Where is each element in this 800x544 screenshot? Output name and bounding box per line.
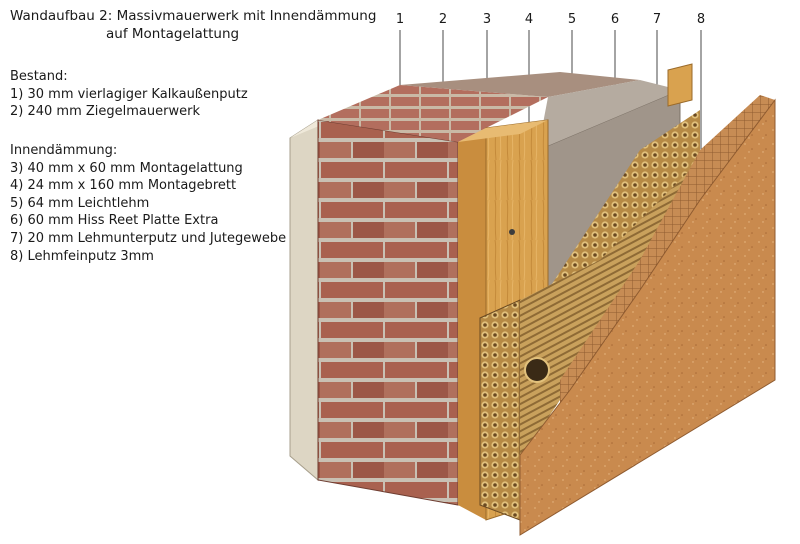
layer-number-6: 6 [610, 12, 620, 27]
legend-item-6: 6) 60 mm Hiss Reet Platte Extra [10, 213, 219, 229]
board-screw-icon [509, 229, 515, 235]
reed-fastener-icon [524, 357, 550, 383]
mounting-batten-side [458, 128, 486, 520]
title-line-2: auf Montagelattung [106, 26, 240, 42]
legend-bestand-heading: Bestand: [10, 69, 68, 84]
legend-item-3: 3) 40 mm x 60 mm Montagelattung [10, 160, 243, 176]
legend-bestand: Bestand: 1) 30 mm vierlagiger Kalkaußenp… [10, 68, 248, 121]
legend-innendaemmung: Innendämmung: 3) 40 mm x 60 mm Montagela… [10, 142, 286, 265]
mounting-board-top [458, 120, 548, 142]
layer-number-8: 8 [696, 12, 706, 27]
clay-finish-plaster [519, 98, 776, 536]
top-batten-end [667, 63, 693, 107]
brick-masonry-top-far [400, 72, 640, 97]
light-clay-top [538, 80, 680, 150]
title-line-1: Wandaufbau 2: Massivmauerwerk mit Innend… [10, 8, 377, 24]
legend-item-1: 1) 30 mm vierlagiger Kalkaußenputz [10, 86, 248, 102]
layer-number-7: 7 [652, 12, 662, 27]
legend-item-4: 4) 24 mm x 160 mm Montagebrett [10, 178, 237, 194]
layer-number-3: 3 [482, 12, 492, 27]
layer-number-4: 4 [524, 12, 534, 27]
layer-number-2: 2 [438, 12, 448, 27]
layer-number-5: 5 [567, 12, 577, 27]
legend-item-8: 8) Lehmfeinputz 3mm [10, 248, 154, 264]
diagram-title: Wandaufbau 2: Massivmauerwerk mit Innend… [10, 7, 376, 43]
legend-item-5: 5) 64 mm Leichtlehm [10, 195, 150, 211]
legend-item-7: 7) 20 mm Lehmunterputz und Jutegewebe [10, 230, 287, 246]
exterior-plaster-side [289, 119, 319, 482]
brick-masonry-top [318, 85, 548, 142]
reed-board-front-edge [479, 299, 521, 521]
legend-innen-heading: Innendämmung: [10, 143, 118, 158]
legend-item-2: 2) 240 mm Ziegelmauerwerk [10, 104, 200, 120]
brick-masonry-front [317, 119, 459, 506]
layer-number-1: 1 [395, 12, 405, 27]
